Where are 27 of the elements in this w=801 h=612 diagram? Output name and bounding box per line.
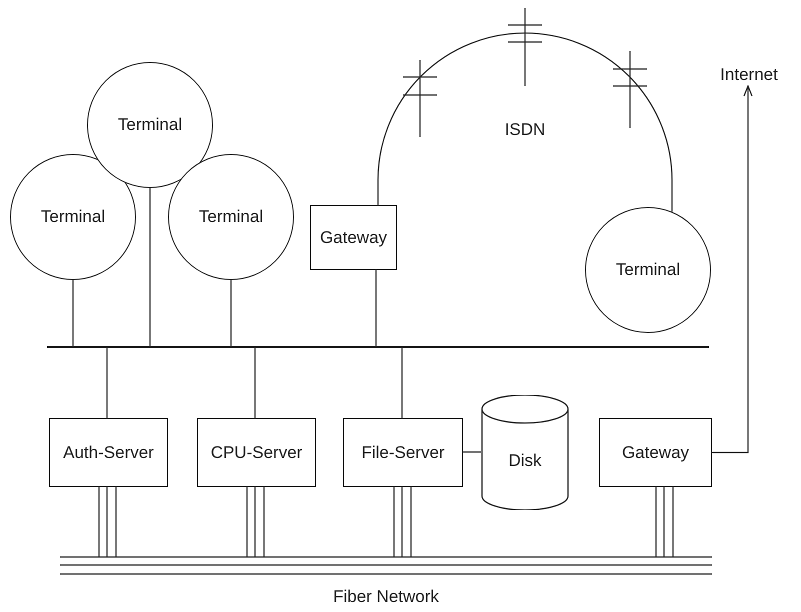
gateway-box: Gateway	[310, 205, 397, 270]
network-label: Fiber Network	[333, 587, 439, 607]
connector-line	[254, 348, 256, 418]
connector-line	[106, 348, 108, 418]
fiber-link	[393, 486, 412, 558]
server-box: File-Server	[343, 418, 463, 487]
server-box: Auth-Server	[49, 418, 168, 487]
connector-line	[375, 270, 377, 346]
connector-line	[230, 280, 232, 346]
terminal-circle: Terminal	[87, 62, 213, 188]
terminal-circle: Terminal	[585, 207, 711, 333]
gateway-box: Gateway	[599, 418, 712, 487]
fiber-link	[655, 486, 674, 558]
bus-line	[47, 346, 709, 348]
terminal-circle: Terminal	[10, 154, 136, 280]
network-label: Internet	[716, 64, 782, 86]
connector-line	[149, 188, 151, 346]
connector-line	[72, 280, 74, 346]
connector-line	[377, 32, 673, 212]
terminal-circle: Terminal	[168, 154, 294, 280]
disk-label: Disk	[508, 450, 542, 470]
fiber-link	[246, 486, 265, 558]
server-box: CPU-Server	[197, 418, 316, 487]
arrow	[712, 85, 753, 454]
fiber-link	[98, 486, 117, 558]
connector-line	[463, 451, 481, 453]
connector-line	[401, 348, 403, 418]
